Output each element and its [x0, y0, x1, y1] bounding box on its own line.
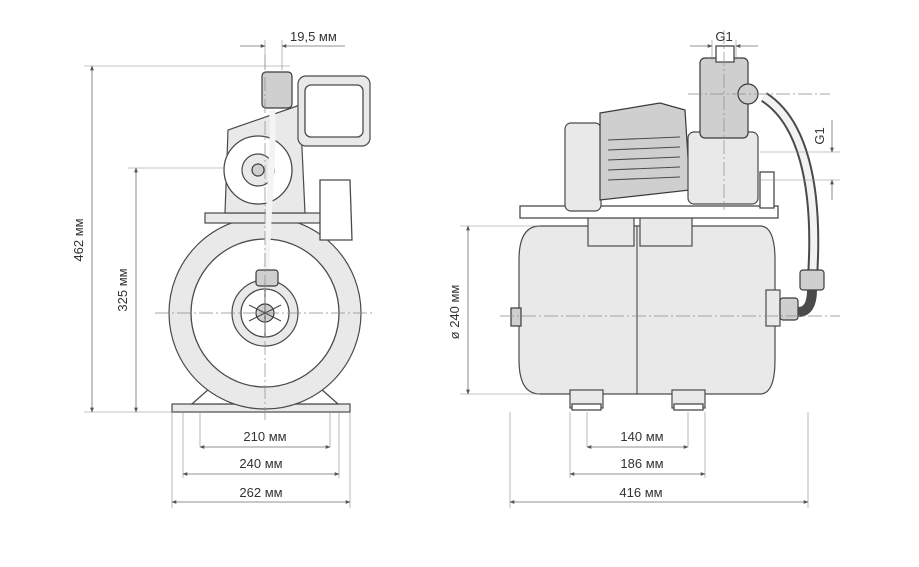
dim-inlet-thread: G1	[812, 127, 827, 144]
dim-total-height: 462 мм	[71, 218, 86, 261]
dim-axis-height: 325 мм	[115, 268, 130, 311]
dim-foot-spacing: 140 мм	[620, 429, 663, 444]
front-view	[155, 55, 375, 420]
dim-foot-span: 186 мм	[620, 456, 663, 471]
dim-overall-width: 262 мм	[239, 485, 282, 500]
dim-foot-outer: 240 мм	[239, 456, 282, 471]
dim-tank-diameter: ø 240 мм	[447, 285, 462, 340]
dim-nozzle-offset: 19,5 мм	[290, 29, 337, 44]
dim-overall-length: 416 мм	[619, 485, 662, 500]
dim-outlet-thread: G1	[715, 29, 732, 44]
dim-foot-inner: 210 мм	[243, 429, 286, 444]
front-dimensions: 19,5 мм 462 мм 325 мм 210 мм 240 мм 262 …	[71, 29, 351, 508]
side-view	[500, 30, 840, 411]
side-dimensions: G1 G1 ø 240 мм 140 мм 186 мм 416 мм	[447, 29, 840, 508]
